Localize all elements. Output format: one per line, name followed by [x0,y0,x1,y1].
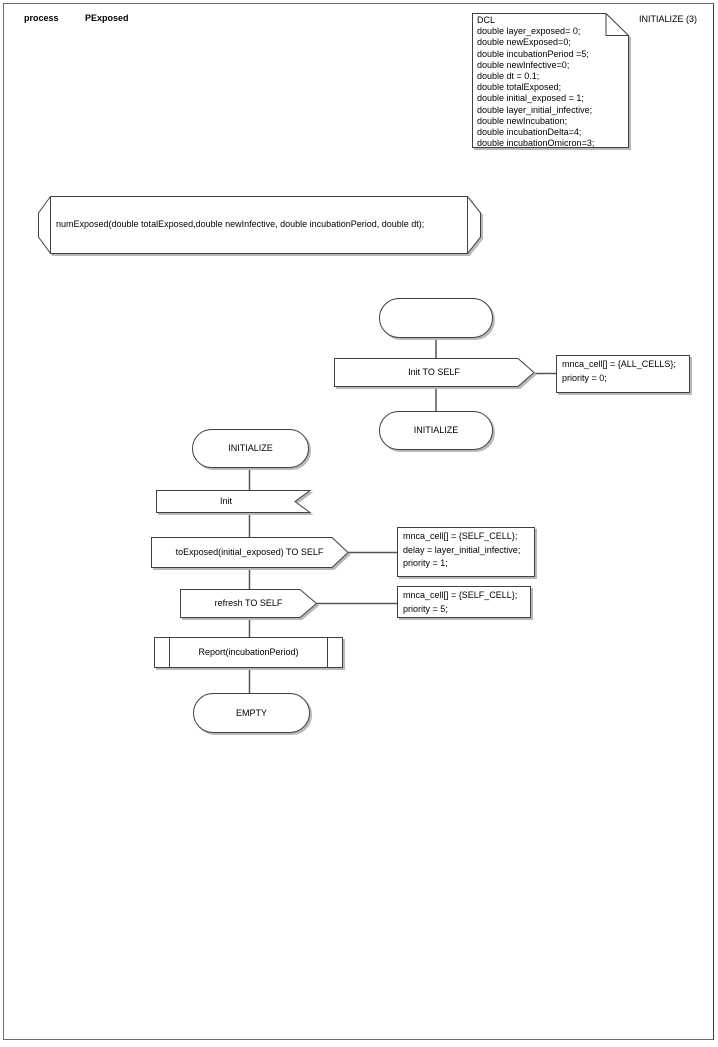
start-symbol[interactable] [379,298,493,338]
folded-corner-icon [605,13,629,36]
procedure-signature-symbol[interactable] [38,196,481,254]
flow-connectors [248,337,556,694]
state-empty-symbol[interactable] [193,693,310,733]
signature-inner-lines [50,196,468,254]
process-kind-label: process [24,13,59,23]
comment-refresh-text[interactable]: mnca_cell[] = {SELF_CELL}; priority = 5; [403,590,518,614]
declarations-text-symbol[interactable] [472,13,629,148]
declarations-text[interactable]: DCL double layer_exposed= 0; double newE… [477,15,595,149]
procedure-call-report-label[interactable]: Report(incubationPeriod) [198,647,299,657]
state-initialize-left-symbol[interactable] [192,429,309,468]
output-init-symbol[interactable] [334,358,535,387]
state-empty-label[interactable]: EMPTY [235,707,267,718]
procedure-call-report-symbol[interactable] [154,637,343,668]
signature-text[interactable]: numExposed(double totalExposed,double ne… [56,219,425,229]
state-initialize-right-label[interactable]: INITIALIZE [413,425,459,435]
comment-init-text[interactable]: mnca_cell[] = {ALL_CELLS}; priority = 0; [562,359,676,383]
state-initialize-left-label[interactable]: INITIALIZE [228,443,273,453]
output-init-label[interactable]: Init TO SELF [408,367,460,377]
output-refresh-label[interactable]: refresh TO SELF [214,598,283,608]
output-toexposed-symbol[interactable] [151,537,349,568]
report-inner-lines [169,637,328,668]
declarations-paper-shape[interactable] [472,13,629,148]
report-outline[interactable] [154,637,343,668]
page-ref-label: INITIALIZE (3) [638,13,697,24]
output-toexposed-label[interactable]: toExposed(initial_exposed) TO SELF [175,547,324,557]
comment-toexposed-text[interactable]: mnca_cell[] = {SELF_CELL}; delay = layer… [403,531,521,568]
comment-box-refresh[interactable] [397,586,531,618]
comment-box-init[interactable] [556,355,690,393]
page-border [3,3,714,1040]
process-name-label: PExposed [85,13,129,23]
state-initialize-right-symbol[interactable] [379,411,493,450]
comment-box-toexposed[interactable] [397,527,535,577]
input-init-symbol[interactable] [156,490,312,513]
input-init-label[interactable]: Init [219,496,232,506]
output-refresh-symbol[interactable] [180,589,318,618]
